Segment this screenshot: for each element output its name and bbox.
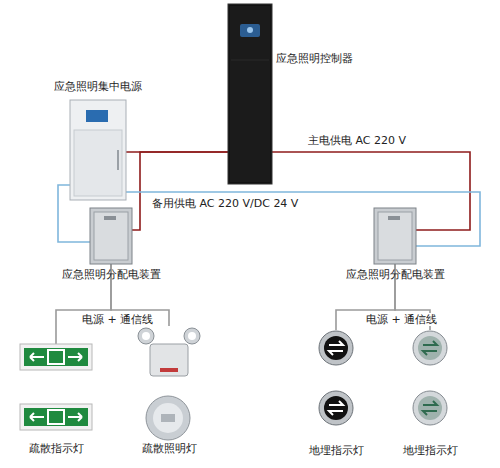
exit-sign [20,344,92,370]
distribution-box: 应急照明分配电装置 [374,208,416,264]
ground-light-group: 地埋指示灯 [318,330,354,428]
node-label: 地埋指示灯 [384,444,476,457]
node-label: 应急照明集中电源 [38,80,158,93]
round-lamp [146,396,190,440]
distribution-box [374,208,416,264]
edge-label: 电源 + 通信线 [364,313,439,326]
node-label: 疏散指示灯 [10,442,102,455]
wire-connector [126,192,480,246]
power-supply-cabinet [70,100,126,200]
supply-label: 备用供电 AC 220 V/DC 24 V [150,197,300,210]
node-label: 应急照明控制器 [276,52,368,65]
exit-sign-group: 疏散指示灯 [20,344,92,432]
exit-sign [20,404,92,430]
edge-label: 电源 + 通信线 [80,313,155,326]
supply-label: 主电供电 AC 220 V [306,134,408,147]
node-label: 地埋指示灯 [290,444,382,457]
lighting-group: 疏散照明灯 [138,326,200,444]
ground-light [413,331,447,425]
distribution-box [90,208,132,264]
wire-connector [272,152,470,230]
controller-cabinet [228,4,272,184]
node-label: 应急照明分配电装置 [330,268,460,281]
ground-light-group: 地埋指示灯 [412,330,448,428]
controller: 应急照明控制器 [228,4,272,184]
twin-head-lamp [138,328,200,376]
wire-connector [132,152,228,230]
ground-light [319,331,353,425]
node-label: 疏散照明灯 [123,442,215,455]
distribution-box: 应急照明分配电装置 [90,208,132,264]
node-label: 应急照明分配电装置 [46,268,176,281]
power-supply: 应急照明集中电源 [70,100,126,200]
